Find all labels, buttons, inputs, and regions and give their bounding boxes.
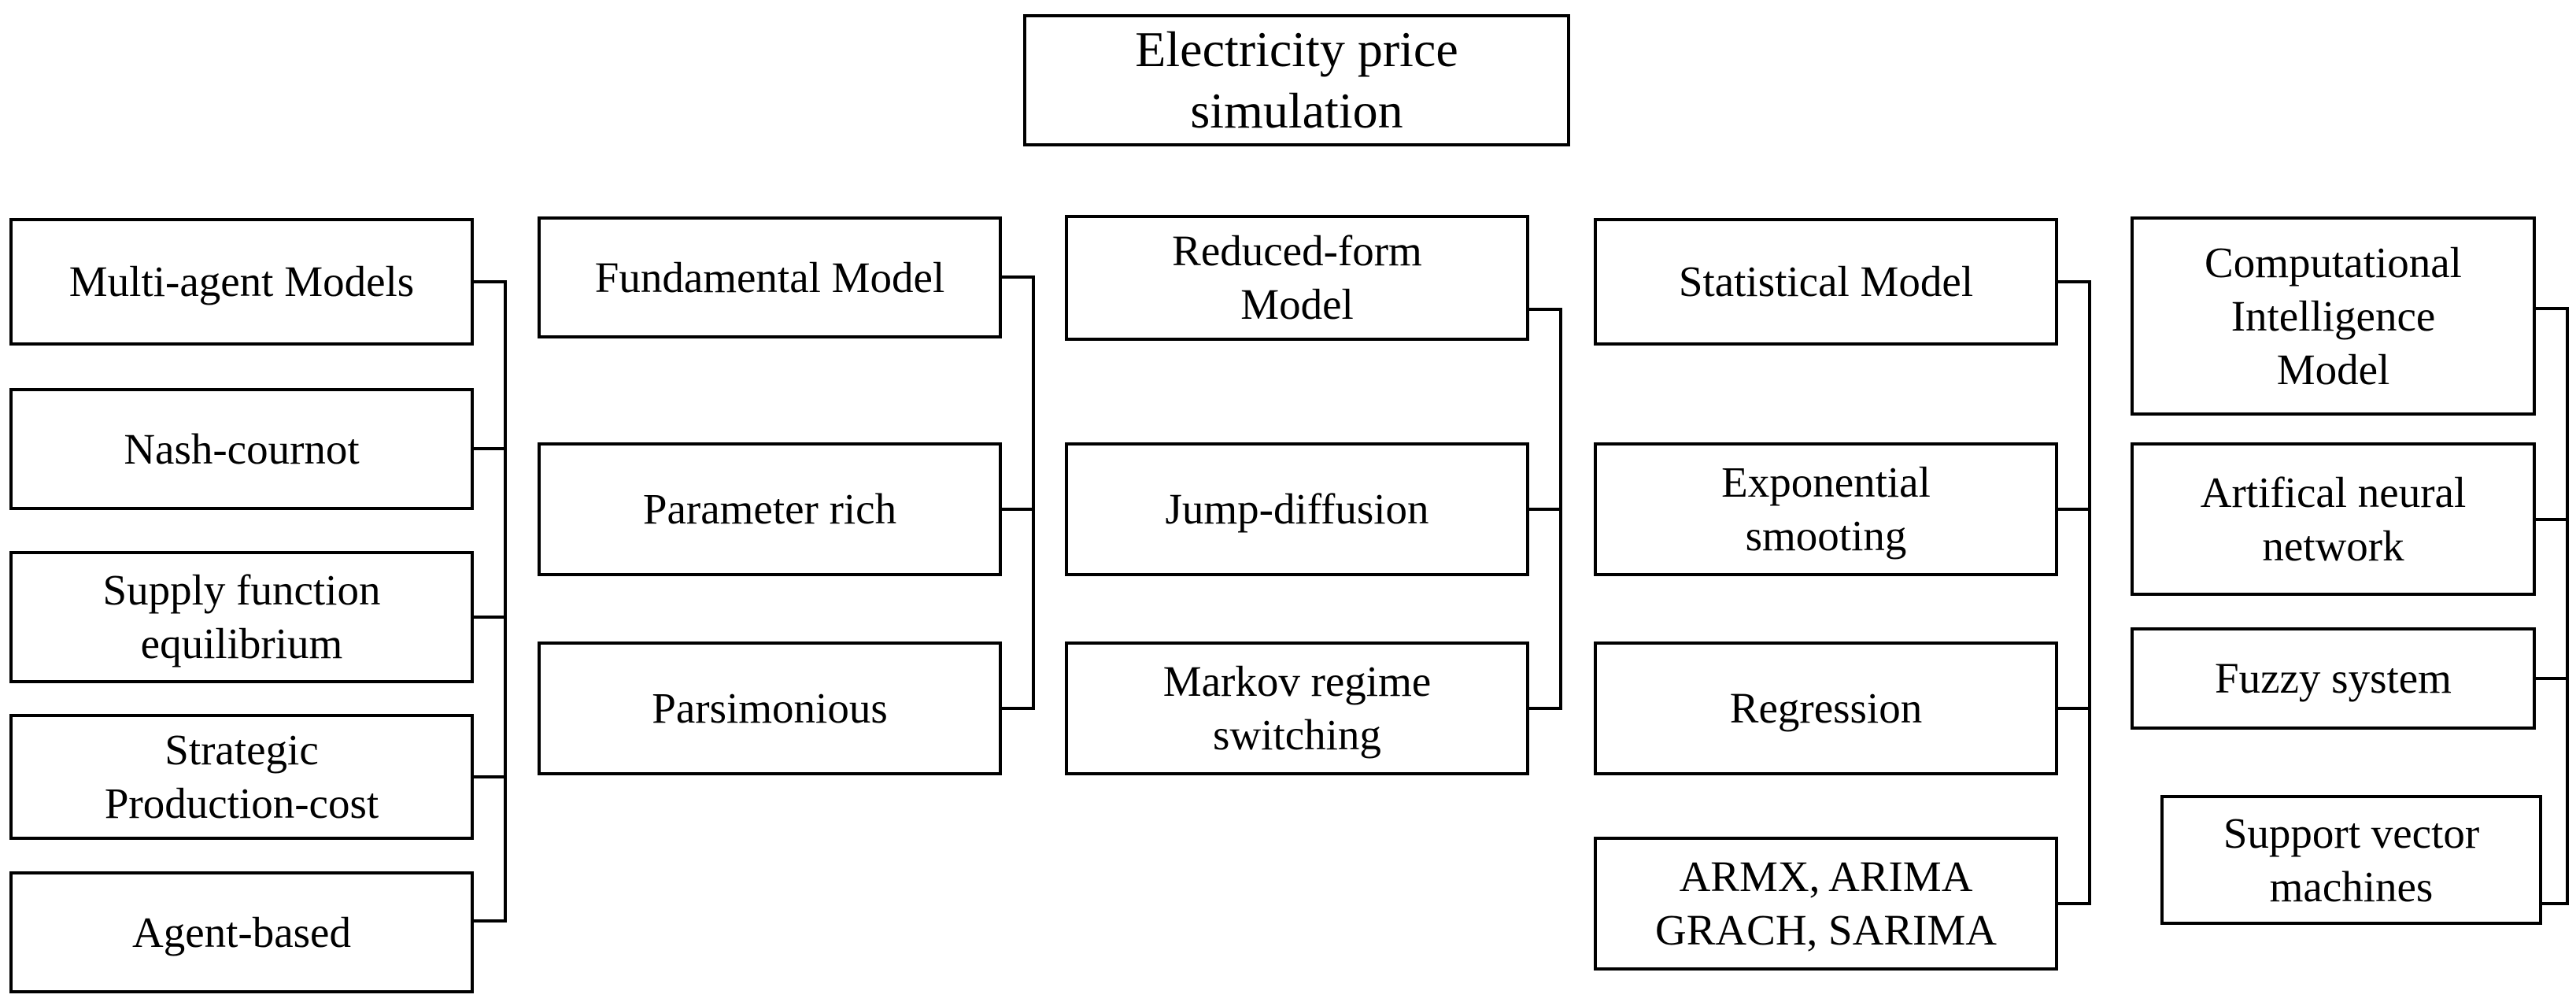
root-title-box: Electricity price simulation: [1023, 14, 1570, 146]
artificial-neural-network-box: Artifical neural network: [2131, 442, 2536, 596]
parsimonious-box: Parsimonious: [538, 642, 1002, 775]
fuzzy-system-box: Fuzzy system: [2131, 627, 2536, 730]
exponential-smoothing-box: Exponential smooting: [1594, 442, 2058, 576]
markov-regime-switching-box: Markov regime switching: [1065, 642, 1529, 775]
armx-arima-box: ARMX, ARIMA GRACH, SARIMA: [1594, 837, 2058, 971]
statistical-model-header: Statistical Model: [1594, 218, 2058, 346]
agent-based-box: Agent-based: [9, 871, 474, 993]
computational-intelligence-model-header: Computational Intelligence Model: [2131, 216, 2536, 416]
jump-diffusion-box: Jump-diffusion: [1065, 442, 1529, 576]
parameter-rich-box: Parameter rich: [538, 442, 1002, 576]
strategic-production-cost-box: Strategic Production-cost: [9, 714, 474, 840]
regression-box: Regression: [1594, 642, 2058, 775]
fundamental-model-header: Fundamental Model: [538, 216, 1002, 338]
reduced-form-model-header: Reduced-form Model: [1065, 215, 1529, 341]
support-vector-machines-box: Support vector machines: [2160, 795, 2542, 925]
supply-function-equilibrium-box: Supply function equilibrium: [9, 551, 474, 683]
nash-cournot-box: Nash-cournot: [9, 388, 474, 510]
multi-agent-models-header: Multi-agent Models: [9, 218, 474, 346]
